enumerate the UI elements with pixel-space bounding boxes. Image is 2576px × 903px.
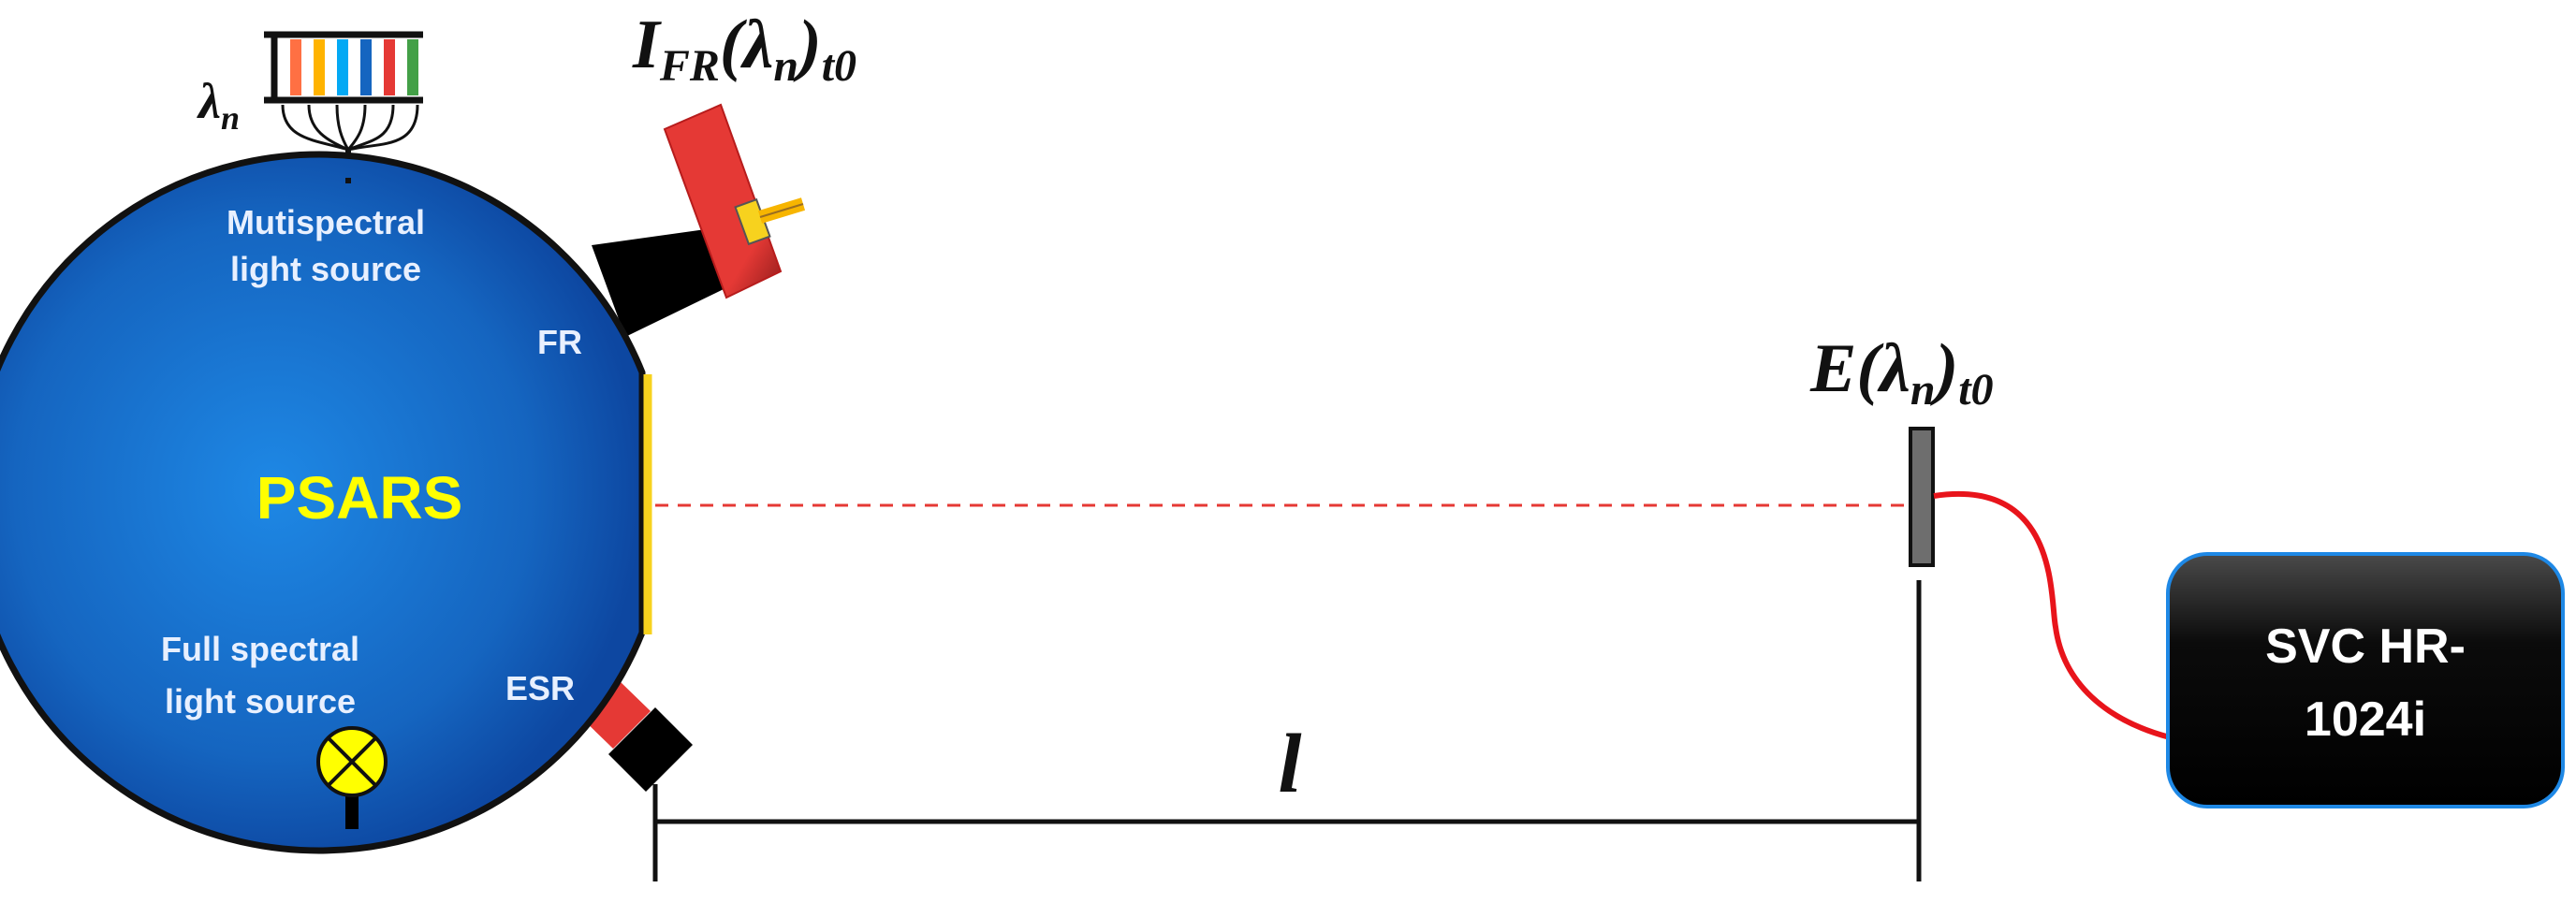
spectrum-bar xyxy=(407,39,418,95)
psars-label: PSARS xyxy=(256,464,463,532)
lamp-icon xyxy=(316,726,388,829)
esr-port-label: ESR xyxy=(505,669,575,707)
spectrometer-box: SVC HR- 1024i xyxy=(2166,552,2565,808)
wavelength-label: λn xyxy=(197,73,240,137)
distance-label: l xyxy=(1278,718,1301,810)
distance-dimension xyxy=(652,580,1922,881)
full-spectral-source-label-2: light source xyxy=(165,682,356,721)
irradiance-detector xyxy=(1909,427,1935,567)
spectrometer-label-2: 1024i xyxy=(2305,692,2426,747)
fr-port-label: FR xyxy=(537,323,582,361)
esr-detector xyxy=(580,679,693,792)
fr-detector xyxy=(592,103,806,337)
multispectral-source-label-2: light source xyxy=(230,250,421,288)
irradiance-label: E(λn)t0 xyxy=(1809,330,1994,415)
spectrum-bar xyxy=(360,39,372,95)
spectrum-bar xyxy=(384,39,395,95)
spectrum-bar xyxy=(337,39,348,95)
spectrometer-label: SVC HR- xyxy=(2265,619,2466,674)
spectrum-bar xyxy=(314,39,325,95)
fr-intensity-label: IFR(λn)t0 xyxy=(632,7,856,91)
full-spectral-source-label: Full spectral xyxy=(161,630,359,668)
psars-sphere xyxy=(0,151,646,854)
optical-fiber xyxy=(1933,491,2171,740)
multispectral-source-label: Mutispectral xyxy=(227,203,425,241)
spectrum-bar xyxy=(290,39,301,95)
spectrum-bars xyxy=(290,39,418,95)
multispectral-source-icon xyxy=(264,31,423,182)
